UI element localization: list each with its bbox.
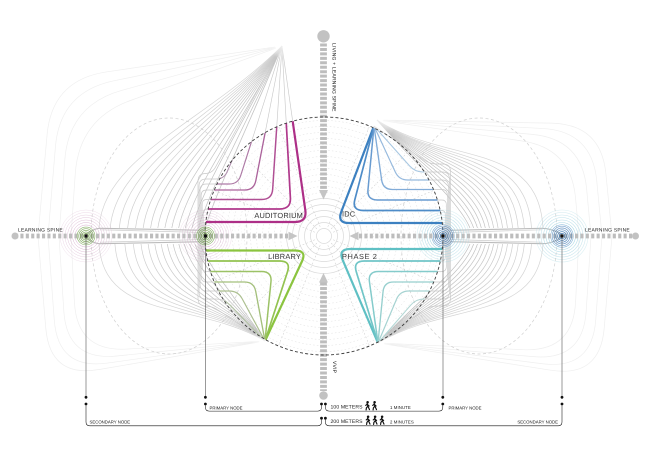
svg-text:SECONDARY NODE: SECONDARY NODE <box>90 420 131 425</box>
svg-text:LIBRARY: LIBRARY <box>268 252 301 261</box>
svg-text:LIVING + LEARNING SPINE: LIVING + LEARNING SPINE <box>331 43 337 112</box>
svg-text:PHASE 2: PHASE 2 <box>342 252 377 261</box>
svg-text:AUDITORIUM: AUDITORIUM <box>254 211 303 220</box>
svg-text:PRIMARY NODE: PRIMARY NODE <box>449 406 482 411</box>
svg-text:SECONDARY NODE: SECONDARY NODE <box>517 420 558 425</box>
svg-text:IDC: IDC <box>342 210 356 219</box>
svg-text:VVIP: VVIP <box>331 361 337 374</box>
svg-text:200 METERS: 200 METERS <box>331 419 364 425</box>
svg-text:PRIMARY NODE: PRIMARY NODE <box>210 406 243 411</box>
svg-text:2 MINUTES: 2 MINUTES <box>390 419 414 424</box>
svg-text:LEARNING SPINE: LEARNING SPINE <box>585 228 630 234</box>
svg-text:100 METERS: 100 METERS <box>331 405 364 411</box>
svg-text:LEARNING SPINE: LEARNING SPINE <box>18 228 63 234</box>
svg-text:1 MINUTE: 1 MINUTE <box>390 405 411 410</box>
